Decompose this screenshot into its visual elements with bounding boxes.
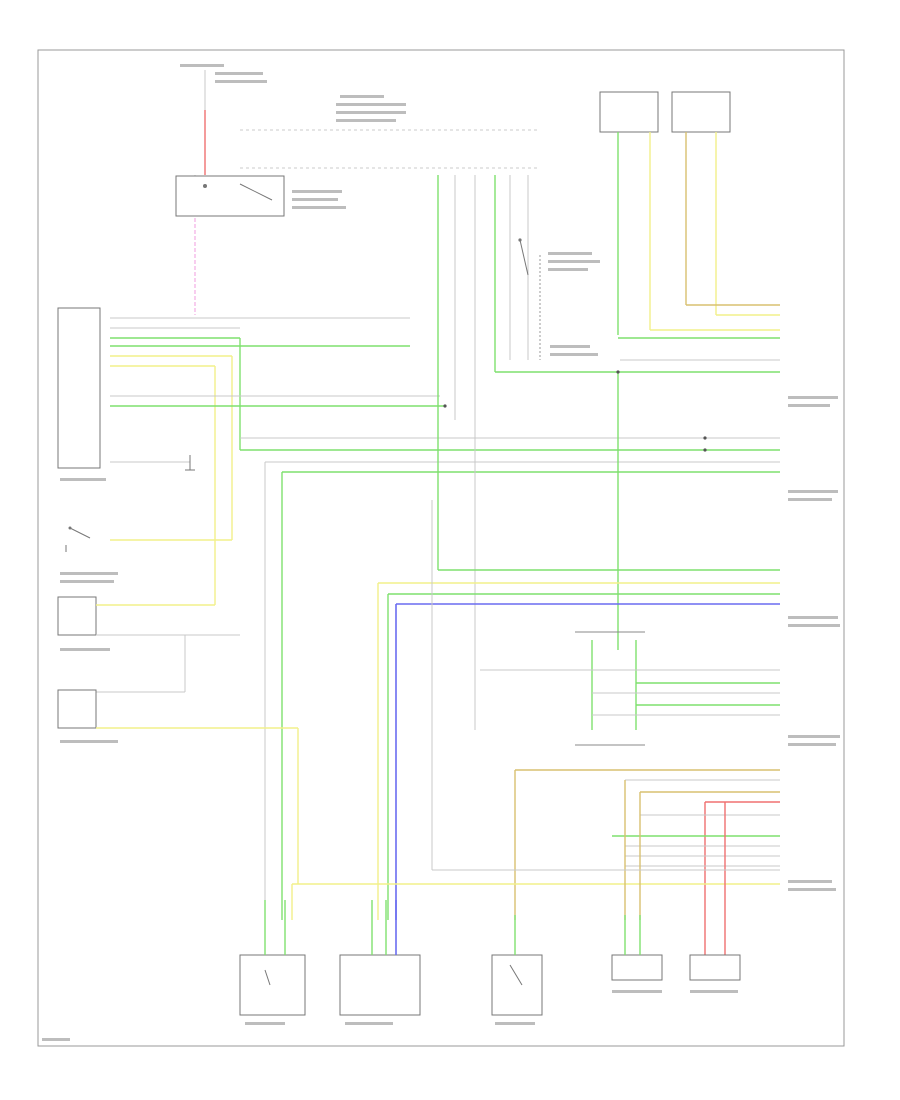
horizontal-bus-wires: [240, 437, 780, 920]
instrument-cluster-box: [57, 307, 101, 469]
mid-switch-icon: [518, 238, 541, 360]
right-module-connectors: [480, 631, 780, 746]
top-switch-icon: [175, 175, 285, 217]
cluster-ground-icon: [185, 455, 195, 471]
right-side-wires-top: [617, 304, 780, 650]
lower-right-wires: [291, 500, 780, 960]
connector-dots: [443, 370, 707, 452]
left-lower-sensors: [57, 539, 299, 884]
top-right-heaters: [599, 91, 731, 335]
bottom-components: [239, 954, 741, 1016]
instrument-cluster-wires: [110, 317, 445, 605]
diagram-frame: [37, 49, 845, 1047]
vertical-bus-wires: [437, 175, 780, 730]
left-switch-icon: [65, 526, 91, 552]
middle-right-wires: [377, 582, 780, 920]
label-placeholders: [42, 64, 840, 1041]
bottom-connector-stubs: [264, 900, 641, 955]
